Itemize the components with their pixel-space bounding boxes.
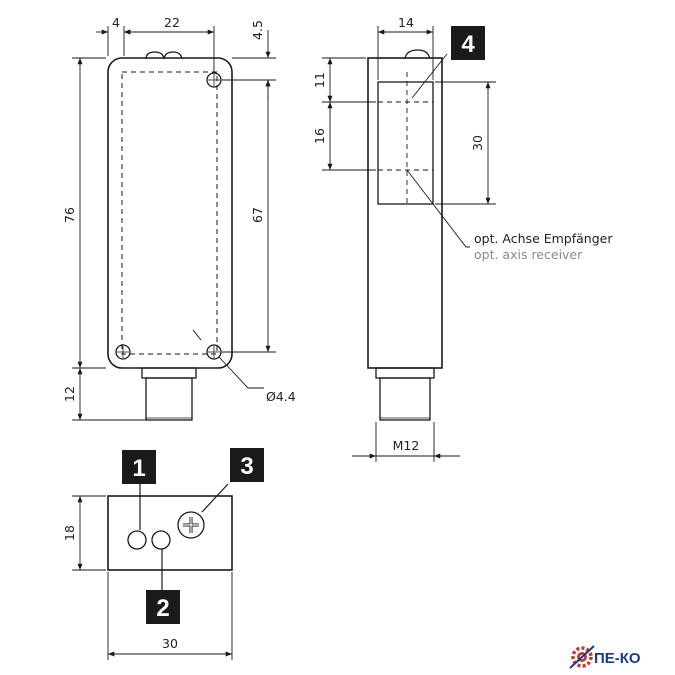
gear-icon [569, 645, 595, 669]
brand-logo: ПЕ-КО [569, 645, 641, 669]
badge-4: 4 [451, 26, 485, 60]
logo-text: ПЕ-КО [594, 650, 641, 667]
bottom-dimension-labels: 18 30 [62, 525, 178, 651]
bottom-view [107, 495, 233, 571]
side-connector-thread [379, 377, 431, 421]
mounting-hole-bottom-left [115, 344, 131, 360]
dim-11: 11 [312, 72, 327, 88]
side-body [367, 57, 443, 369]
potentiometer-icon [177, 511, 205, 539]
badge-3: 3 [230, 448, 264, 482]
front-dimension-labels: 4 22 4.5 67 76 12 Ø4.4 [62, 15, 296, 404]
dim-16: 16 [312, 128, 327, 144]
mounting-hole-top [206, 72, 222, 88]
dim-67: 67 [250, 207, 265, 223]
side-led-bump [404, 49, 431, 60]
front-connector-thread [145, 377, 193, 421]
led-bump-left [145, 51, 165, 60]
optical-axis-label-de: opt. Achse Empfänger [474, 231, 613, 246]
dim-30-side: 30 [470, 135, 485, 151]
side-connector [375, 367, 435, 379]
dim-18: 18 [62, 525, 77, 541]
badge-1-label: 1 [132, 455, 145, 482]
dim-22: 22 [164, 15, 180, 30]
dim-76: 76 [62, 207, 77, 223]
badge-1: 1 [122, 450, 156, 484]
led-circle-1 [127, 530, 147, 550]
dim-12: 12 [62, 386, 77, 402]
dim-thread: M12 [393, 438, 420, 453]
dim-14: 14 [398, 15, 414, 30]
side-dimensions [322, 26, 496, 462]
dim-4: 4 [112, 15, 120, 30]
badge-2: 2 [146, 590, 180, 624]
bottom-dimensions [72, 483, 233, 660]
front-view [107, 51, 233, 421]
led-circle-2 [151, 530, 171, 550]
led-bump-right [163, 51, 183, 60]
bottom-body [107, 495, 233, 571]
badge-4-label: 4 [461, 31, 475, 58]
side-lens-window [377, 81, 434, 205]
side-view [367, 49, 443, 421]
dim-hole-diameter: Ø4.4 [266, 389, 296, 404]
mounting-hole-bottom-right [206, 344, 222, 360]
optical-axis-label-en: opt. axis receiver [474, 247, 583, 262]
dim-30-bottom: 30 [162, 636, 178, 651]
dim-4-5: 4.5 [250, 20, 265, 40]
front-connector [141, 367, 197, 379]
front-dimensions [72, 26, 276, 421]
front-inner-outline [121, 71, 218, 355]
side-dimension-labels: 14 11 16 30 M12 opt. Achse Empfänger opt… [312, 15, 613, 453]
badge-3-label: 3 [240, 453, 253, 480]
badge-2-label: 2 [156, 595, 169, 622]
front-body [107, 57, 233, 369]
